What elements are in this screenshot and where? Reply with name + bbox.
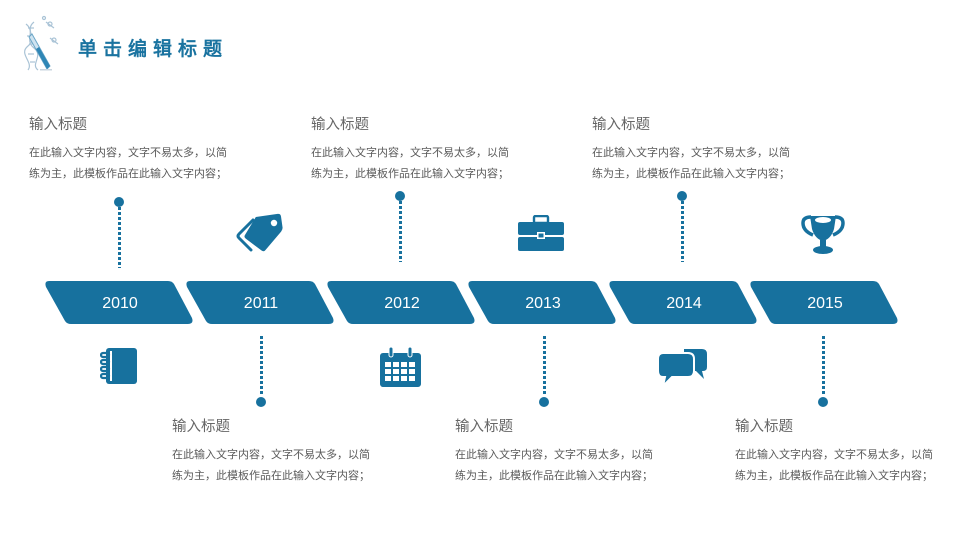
milestone-description: 在此输入文字内容，文字不易太多，以简 练为主，此模板作品在此输入文字内容； bbox=[735, 444, 960, 486]
milestone-description: 在此输入文字内容，文字不易太多，以简 练为主，此模板作品在此输入文字内容； bbox=[172, 444, 412, 486]
milestone-description: 在此输入文字内容，文字不易太多，以简 练为主，此模板作品在此输入文字内容； bbox=[592, 142, 832, 184]
timeline-segment-2014[interactable]: 2014 bbox=[609, 281, 759, 324]
year-label: 2010 bbox=[102, 295, 138, 312]
connector-2015 bbox=[817, 336, 829, 408]
milestone-title: 输入标题 bbox=[735, 419, 793, 435]
milestone-text-block-2015: 输入标题 在此输入文字内容，文字不易太多，以简 练为主，此模板作品在此输入文字内… bbox=[735, 416, 960, 486]
year-label: 2011 bbox=[243, 295, 279, 312]
milestone-title: 输入标题 bbox=[29, 117, 87, 133]
description-line: 练为主，此模板作品在此输入文字内容； bbox=[311, 167, 509, 180]
page-title: 单击编辑标题 bbox=[78, 38, 229, 60]
connector-2010 bbox=[113, 197, 125, 269]
year-label: 2013 bbox=[525, 295, 561, 312]
milestone-text-block-2014: 输入标题 在此输入文字内容，文字不易太多，以简 练为主，此模板作品在此输入文字内… bbox=[592, 114, 832, 184]
chat-bubbles-icon bbox=[657, 347, 708, 391]
description-line: 在此输入文字内容，文字不易太多，以简 bbox=[172, 448, 370, 461]
connector-dot bbox=[256, 397, 266, 407]
description-line: 在此输入文字内容，文字不易太多，以简 bbox=[311, 146, 509, 159]
timeline-segment-2015[interactable]: 2015 bbox=[750, 281, 900, 324]
timeline-segment-2013[interactable]: 2013 bbox=[468, 281, 618, 324]
connector-dot bbox=[395, 191, 405, 201]
connector-dot bbox=[539, 397, 549, 407]
timeline-segment-2010[interactable]: 2010 bbox=[45, 281, 195, 324]
dotted-line bbox=[822, 336, 825, 396]
milestone-text-block-2010: 输入标题 在此输入文字内容，文字不易太多，以简 练为主，此模板作品在此输入文字内… bbox=[29, 114, 269, 184]
connector-2013 bbox=[538, 336, 550, 408]
milestone-description: 在此输入文字内容，文字不易太多，以简 练为主，此模板作品在此输入文字内容； bbox=[29, 142, 269, 184]
timeline-segment-2012[interactable]: 2012 bbox=[327, 281, 477, 324]
milestone-title: 输入标题 bbox=[172, 419, 230, 435]
tag-icon bbox=[236, 212, 284, 256]
dna-test-tube-logo bbox=[20, 14, 60, 74]
milestone-text-block-2013: 输入标题 在此输入文字内容，文字不易太多，以简 练为主，此模板作品在此输入文字内… bbox=[455, 416, 695, 486]
connector-dot bbox=[114, 197, 124, 207]
notebook-icon bbox=[99, 347, 138, 389]
year-label: 2014 bbox=[666, 295, 702, 312]
description-line: 在此输入文字内容，文字不易太多，以简 bbox=[592, 146, 790, 159]
calendar-icon bbox=[380, 346, 421, 391]
description-line: 练为主，此模板作品在此输入文字内容； bbox=[735, 469, 933, 482]
description-line: 练为主，此模板作品在此输入文字内容； bbox=[29, 167, 227, 180]
description-line: 练为主，此模板作品在此输入文字内容； bbox=[172, 469, 370, 482]
connector-dot bbox=[677, 191, 687, 201]
connector-2011 bbox=[255, 336, 267, 408]
milestone-text-block-2011: 输入标题 在此输入文字内容，文字不易太多，以简 练为主，此模板作品在此输入文字内… bbox=[172, 416, 412, 486]
milestone-description: 在此输入文字内容，文字不易太多，以简 练为主，此模板作品在此输入文字内容； bbox=[455, 444, 695, 486]
year-label: 2015 bbox=[807, 295, 843, 312]
description-line: 练为主，此模板作品在此输入文字内容； bbox=[455, 469, 653, 482]
dotted-line bbox=[260, 336, 263, 396]
connector-2014 bbox=[676, 191, 688, 263]
milestone-title: 输入标题 bbox=[455, 419, 513, 435]
milestone-title: 输入标题 bbox=[592, 117, 650, 133]
description-line: 在此输入文字内容，文字不易太多，以简 bbox=[29, 146, 227, 159]
milestone-text-block-2012: 输入标题 在此输入文字内容，文字不易太多，以简 练为主，此模板作品在此输入文字内… bbox=[311, 114, 551, 184]
milestone-title: 输入标题 bbox=[311, 117, 369, 133]
milestone-description: 在此输入文字内容，文字不易太多，以简 练为主，此模板作品在此输入文字内容； bbox=[311, 142, 551, 184]
connector-dot bbox=[818, 397, 828, 407]
briefcase-icon bbox=[518, 214, 564, 255]
description-line: 在此输入文字内容，文字不易太多，以简 bbox=[455, 448, 653, 461]
dotted-line bbox=[681, 201, 684, 262]
dotted-line bbox=[399, 201, 402, 262]
timeline-segment-2011[interactable]: 2011 bbox=[186, 281, 336, 324]
description-line: 在此输入文字内容，文字不易太多，以简 bbox=[735, 448, 933, 461]
description-line: 练为主，此模板作品在此输入文字内容； bbox=[592, 167, 790, 180]
connector-2012 bbox=[394, 191, 406, 263]
dotted-line bbox=[118, 207, 121, 268]
year-label: 2012 bbox=[384, 295, 420, 312]
dotted-line bbox=[543, 336, 546, 396]
trophy-icon bbox=[801, 213, 845, 259]
